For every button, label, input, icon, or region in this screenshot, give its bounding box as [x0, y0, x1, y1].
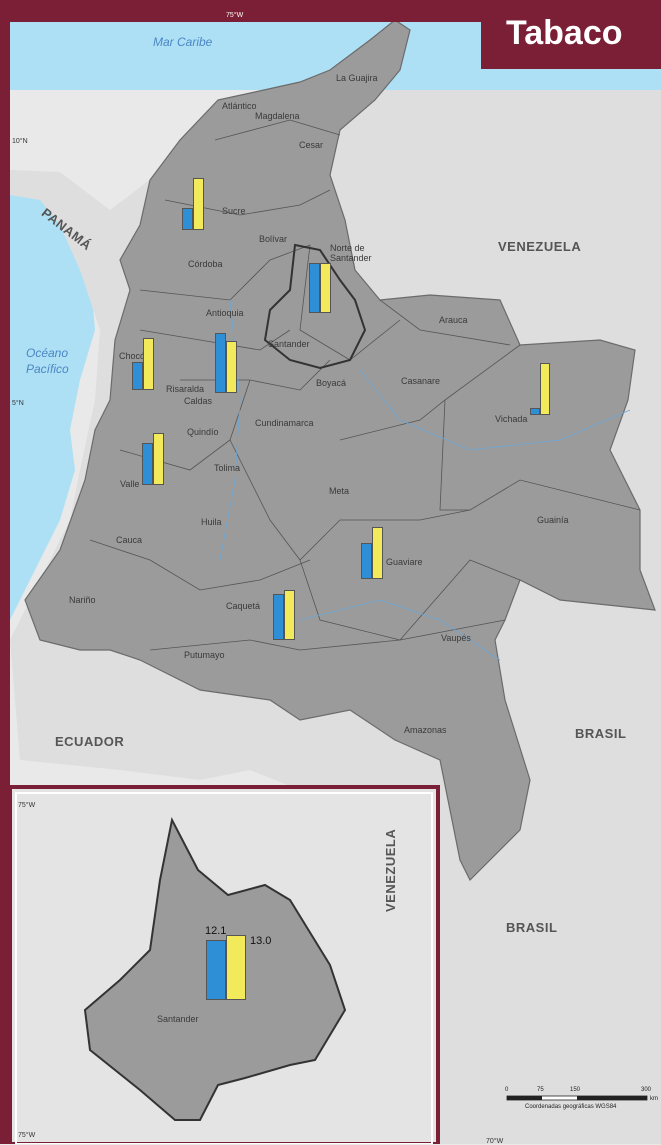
top-frame — [0, 0, 661, 8]
dept-arauca: Arauca — [439, 315, 468, 325]
coord-lat-10: 10°N — [12, 138, 28, 145]
dept-quindio: Quindío — [187, 427, 219, 437]
bar-yellow-santander — [226, 935, 246, 1000]
scale-caption: Coordenadas geográficas WGS84 — [525, 1104, 617, 1110]
inset-inner-border — [15, 792, 433, 1144]
top-frame-bar — [10, 8, 490, 22]
inset-value-yellow: 13.0 — [250, 935, 272, 947]
dept-boyaca: Boyacá — [316, 378, 347, 388]
bar-blue-caqueta — [273, 594, 284, 640]
dept-sucre: Sucre — [222, 206, 246, 216]
dept-la-guajira: La Guajira — [336, 73, 378, 83]
dept-guainia: Guainía — [537, 515, 569, 525]
dept-antioquia: Antioquia — [206, 308, 244, 318]
dept-huila: Huila — [201, 517, 222, 527]
label-caribbean: Mar Caribe — [153, 35, 213, 49]
label-brasil: BRASIL — [575, 726, 627, 741]
scale-tick-300: 300 — [641, 1087, 652, 1093]
dept-choco: Chocó — [119, 351, 146, 361]
dept-caldas: Caldas — [184, 396, 213, 406]
scale-bar — [506, 1095, 648, 1101]
dept-caqueta: Caquetá — [226, 601, 261, 611]
bar-yellow-guaviare — [372, 527, 383, 579]
bar-blue-norte-de-santander — [309, 263, 320, 313]
label-pacific-1: Océano — [26, 346, 69, 360]
label-inset-venezuela: VENEZUELA — [383, 828, 398, 912]
dept-meta: Meta — [329, 486, 350, 496]
label-pacific-2: Pacífico — [26, 362, 69, 376]
dept-narino: Nariño — [69, 595, 96, 605]
dept-vaupes: Vaupés — [441, 633, 471, 643]
bar-yellow-antioquia — [226, 341, 237, 393]
bar-blue-valle — [142, 443, 153, 485]
coord-inset-lon-bottom: 75°W — [18, 1132, 36, 1139]
bar-blue-guaviare — [361, 543, 372, 579]
scale-tick-75: 75 — [537, 1087, 544, 1093]
inset-value-blue: 12.1 — [205, 925, 227, 937]
coord-lon-top: 75°W — [226, 12, 244, 19]
scale-unit: km — [650, 1096, 658, 1102]
dept-bolivar: Bolívar — [259, 234, 288, 244]
scale-tick-0: 0 — [505, 1087, 509, 1093]
bar-blue-choco — [132, 362, 143, 390]
label-venezuela: VENEZUELA — [498, 239, 582, 254]
dept-atlantico: Atlántico — [222, 101, 257, 111]
map-title: Tabaco — [506, 14, 623, 52]
label-inset-brasil: BRASIL — [506, 920, 558, 935]
dept-tolima: Tolima — [214, 463, 241, 473]
bar-yellow-choco — [143, 338, 154, 390]
bar-blue-vichada — [530, 408, 540, 415]
bar-blue-antioquia — [215, 333, 226, 393]
dept-norte-santander: Norte de — [330, 243, 365, 253]
title-banner — [481, 7, 661, 69]
bar-yellow-caqueta — [284, 590, 295, 640]
dept-norte-santander-2: Santander — [330, 253, 372, 263]
coord-lat-5: 5°N — [12, 400, 24, 407]
bar-yellow-vichada — [540, 363, 550, 415]
coord-scale-lon: 70°W — [486, 1138, 504, 1145]
scale-tick-150: 150 — [570, 1087, 581, 1093]
dept-risaralda: Risaralda — [166, 384, 205, 394]
label-ecuador: ECUADOR — [55, 734, 125, 749]
inset-dept-santander: Santander — [157, 1014, 199, 1024]
colombia-land — [24, 19, 656, 882]
bar-blue-cordoba — [182, 208, 193, 230]
dept-cundinamarca: Cundinamarca — [255, 418, 314, 428]
department-borders — [89, 119, 641, 651]
bar-yellow-valle — [153, 433, 164, 485]
bar-yellow-norte-de-santander — [320, 263, 331, 313]
dept-cesar: Cesar — [299, 140, 324, 150]
dept-guaviare: Guaviare — [386, 557, 423, 567]
left-frame — [0, 0, 10, 1144]
santander-outline — [263, 243, 367, 370]
dept-cordoba: Córdoba — [188, 259, 223, 269]
dept-casanare: Casanare — [401, 376, 441, 386]
pacific-ocean — [10, 170, 95, 620]
dept-valle: Valle — [120, 479, 140, 489]
dept-cauca: Cauca — [116, 535, 143, 545]
dept-putumayo: Putumayo — [184, 650, 225, 660]
dept-vichada: Vichada — [495, 414, 528, 424]
bar-blue-santander — [206, 939, 226, 1000]
coord-inset-lon-top: 75°W — [18, 802, 36, 809]
dept-santander: Santander — [268, 339, 310, 349]
dept-magdalena: Magdalena — [255, 111, 300, 121]
dept-amazonas: Amazonas — [404, 725, 447, 735]
bar-yellow-cordoba — [193, 178, 204, 230]
